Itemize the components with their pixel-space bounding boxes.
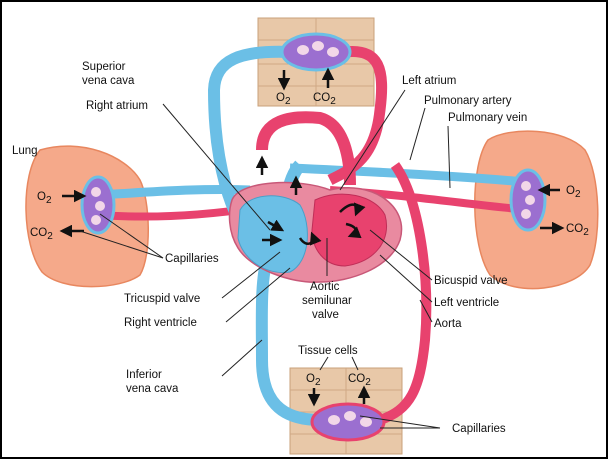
label-superior-vena-cava-line2: vena cava xyxy=(82,75,135,87)
label-pulmonary-artery: Pulmonary artery xyxy=(424,95,512,107)
capillaries-right-lung xyxy=(511,170,545,230)
label-tricuspid-valve: Tricuspid valve xyxy=(124,293,200,305)
label-aortic-semilunar-valve-line1: Aortic xyxy=(310,281,340,293)
label-lung: Lung xyxy=(12,145,38,157)
label-right-ventricle: Right ventricle xyxy=(124,317,197,329)
label-capillaries-bottom: Capillaries xyxy=(452,423,506,435)
heart xyxy=(230,183,402,283)
label-inferior-vena-cava-line2: vena cava xyxy=(126,383,179,395)
label-inferior-vena-cava-line1: Inferior xyxy=(126,369,162,381)
label-tissue-cells: Tissue cells xyxy=(298,345,358,357)
label-pulmonary-vein: Pulmonary vein xyxy=(448,112,527,124)
label-capillaries-left: Capillaries xyxy=(165,253,219,265)
label-aortic-semilunar-valve-line3: valve xyxy=(312,309,339,321)
capillaries-bottom xyxy=(312,404,384,440)
label-aorta: Aorta xyxy=(434,318,462,330)
label-left-atrium: Left atrium xyxy=(402,75,456,87)
label-right-atrium: Right atrium xyxy=(86,100,148,112)
label-left-ventricle: Left ventricle xyxy=(434,297,499,309)
label-aortic-semilunar-valve-line2: semilunar xyxy=(302,295,352,307)
label-bicuspid-valve: Bicuspid valve xyxy=(434,275,508,287)
capillaries-left-lung xyxy=(82,177,114,233)
label-superior-vena-cava-line1: Superior xyxy=(82,61,126,73)
capillaries-top xyxy=(282,34,350,70)
